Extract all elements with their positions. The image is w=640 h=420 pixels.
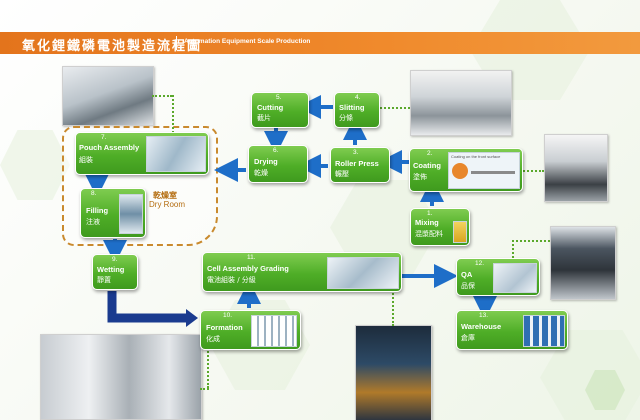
photo-coating-machine xyxy=(544,134,608,202)
connector-line xyxy=(380,107,410,109)
page-subtitle: Automation Equipment Scale Production xyxy=(184,38,311,45)
step-slitting: 4. Slitting 分條 xyxy=(334,92,380,128)
step-label-zh: 注液 xyxy=(86,218,100,226)
formation-cabinet-inset xyxy=(251,315,297,347)
step-label-zh: 電池組裝 / 分級 xyxy=(207,276,256,284)
arrow-wetting-to-formation xyxy=(107,291,186,323)
grading-machine-inset xyxy=(327,257,399,289)
step-qa: 12. QA 品保 xyxy=(456,258,540,296)
step-label-en: Drying xyxy=(254,157,278,166)
step-number: 4. xyxy=(355,94,361,101)
page-title: 氧化鋰鐵磷電池製造流程圖 xyxy=(22,39,203,54)
step-label-en: Filling xyxy=(86,206,109,215)
step-label-zh: 化成 xyxy=(206,335,220,343)
step-number: 8. xyxy=(91,190,97,197)
step-label-en: Cutting xyxy=(257,103,284,112)
coating-caption: Coating on the front surface xyxy=(451,154,501,159)
step-label-zh: 靜置 xyxy=(97,276,111,284)
step-label-en: Roller Press xyxy=(335,159,379,168)
pouch-assembly-inset xyxy=(146,136,206,172)
step-number: 13. xyxy=(479,312,489,319)
photo-qa-computer-station xyxy=(550,226,616,300)
step-label-en: Coating xyxy=(413,161,441,170)
photo-formation-cabinets xyxy=(40,334,202,420)
step-cell-assembly-grading: 11. Cell Assembly Grading 電池組裝 / 分級 xyxy=(202,252,402,292)
step-filling: 8. Filling 注液 xyxy=(80,188,146,238)
step-label-en: Cell Assembly Grading xyxy=(207,264,289,273)
warehouse-rack-inset xyxy=(523,315,565,347)
step-label-en: Wetting xyxy=(97,265,125,274)
step-cutting: 5. Cutting 截片 xyxy=(251,92,309,128)
step-number: 7. xyxy=(101,134,107,141)
photo-cell-grading-equipment xyxy=(355,325,432,420)
step-label-zh: 截片 xyxy=(257,114,271,122)
step-roller-press: 3. Roller Press 輾壓 xyxy=(330,147,390,183)
background-hexagon xyxy=(0,130,70,200)
step-drying: 6. Drying 乾燥 xyxy=(248,145,308,183)
coating-sheet-icon xyxy=(471,171,515,174)
step-number: 5. xyxy=(276,94,282,101)
step-number: 1. xyxy=(427,210,433,217)
step-pouch-assembly: 7. Pouch Assembly 組裝 xyxy=(75,132,209,175)
step-label-zh: 混漿配料 xyxy=(415,230,443,238)
connector-line xyxy=(512,240,550,242)
step-label-en: Mixing xyxy=(415,218,439,227)
step-label-zh: 分條 xyxy=(339,114,353,122)
photo-pouch-assembly-machine xyxy=(62,66,154,126)
connector-line xyxy=(172,95,174,133)
connector-line xyxy=(200,388,209,390)
step-label-zh: 組裝 xyxy=(79,156,93,164)
header-divider xyxy=(176,36,177,50)
step-label-zh: 輾壓 xyxy=(335,170,349,178)
step-label-zh: 品保 xyxy=(461,282,475,290)
dry-room-label-zh: 乾燥室 xyxy=(153,191,177,200)
coating-roller-icon xyxy=(452,163,468,179)
step-coating: 2. Coating 塗佈 Coating on the front surfa… xyxy=(409,148,523,192)
step-label-zh: 塗佈 xyxy=(413,173,427,181)
step-formation: 10. Formation 化成 xyxy=(200,310,301,350)
step-label-en: Slitting xyxy=(339,103,365,112)
step-number: 3. xyxy=(353,149,359,156)
coating-diagram-inset: Coating on the front surface xyxy=(448,152,520,189)
step-label-zh: 倉庫 xyxy=(461,334,475,342)
step-number: 12. xyxy=(475,260,485,267)
connector-line xyxy=(512,240,514,262)
header-bar: 氧化鋰鐵磷電池製造流程圖 Automation Equipment Scale … xyxy=(0,32,640,54)
corner-logo-shape xyxy=(585,370,625,410)
photo-slitting-machine xyxy=(410,70,512,136)
connector-line xyxy=(520,170,544,172)
step-wetting: 9. Wetting 靜置 xyxy=(92,254,138,290)
connector-line xyxy=(152,95,172,97)
step-mixing: 1. Mixing 混漿配料 xyxy=(410,208,470,246)
step-number: 9. xyxy=(112,256,118,263)
step-warehouse: 13. Warehouse 倉庫 xyxy=(456,310,568,350)
connector-line xyxy=(392,286,394,326)
step-label-en: QA xyxy=(461,270,473,279)
step-label-en: Formation xyxy=(206,323,243,332)
mixing-jar-icon xyxy=(453,221,467,243)
step-label-en: Warehouse xyxy=(461,322,502,331)
step-number: 11. xyxy=(247,254,256,261)
step-number: 6. xyxy=(273,147,279,154)
qa-inset xyxy=(493,263,537,293)
step-number: 10. xyxy=(223,312,233,319)
step-number: 2. xyxy=(427,150,433,157)
filling-inset xyxy=(119,194,143,234)
step-label-en: Pouch Assembly xyxy=(79,143,140,152)
dry-room-label-en: Dry Room xyxy=(149,200,186,209)
connector-line xyxy=(207,348,209,388)
step-label-zh: 乾燥 xyxy=(254,169,268,177)
